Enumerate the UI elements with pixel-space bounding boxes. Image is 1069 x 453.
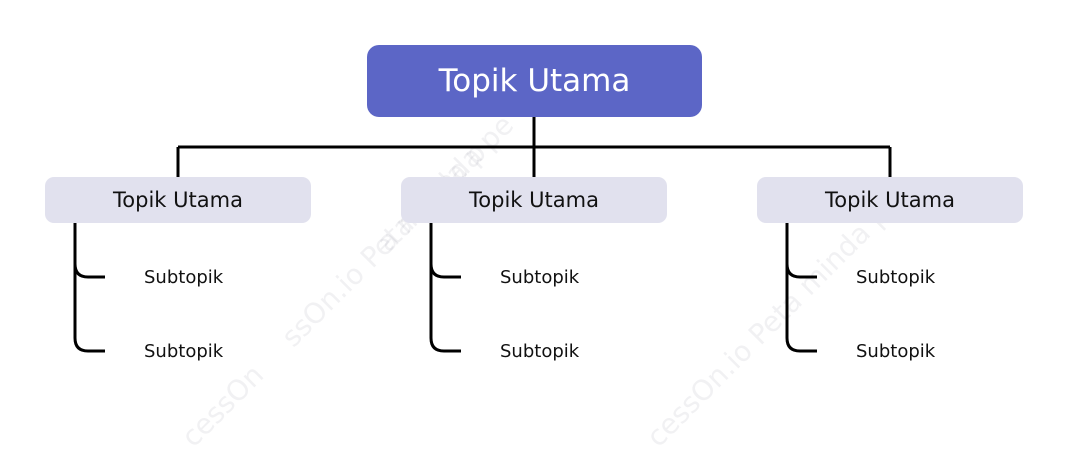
subtopic-node[interactable]: Subtopik bbox=[500, 266, 580, 288]
root-topic-node[interactable]: Topik Utama bbox=[367, 45, 702, 117]
subtopic-node[interactable]: Subtopik bbox=[856, 266, 936, 288]
subtopic-node[interactable]: Subtopik bbox=[144, 266, 224, 288]
subtopic-node[interactable]: Subtopik bbox=[856, 340, 936, 362]
main-topic-node-3[interactable]: Topik Utama bbox=[757, 177, 1023, 223]
subtopic-node[interactable]: Subtopik bbox=[144, 340, 224, 362]
subtopic-connector-1 bbox=[73, 223, 105, 353]
connector-lines bbox=[73, 117, 892, 353]
subtopic-connector-2-first bbox=[429, 263, 461, 279]
main-topic-label: Topik Utama bbox=[469, 188, 599, 212]
subtopic-connector-3-first bbox=[785, 263, 817, 279]
main-topic-node-1[interactable]: Topik Utama bbox=[45, 177, 311, 223]
mind-map-canvas: ssOn.io Peta minda pe a minda p cessOn c… bbox=[45, 45, 1023, 453]
subtopic-connector-1-first bbox=[73, 263, 105, 279]
subtopic-node[interactable]: Subtopik bbox=[500, 340, 580, 362]
subtopic-connector-3 bbox=[785, 223, 817, 353]
main-topic-label: Topik Utama bbox=[113, 188, 243, 212]
main-topic-label: Topik Utama bbox=[825, 188, 955, 212]
root-topic-label: Topik Utama bbox=[438, 63, 631, 99]
subtopic-connector-2 bbox=[429, 223, 461, 353]
main-topic-node-2[interactable]: Topik Utama bbox=[401, 177, 667, 223]
